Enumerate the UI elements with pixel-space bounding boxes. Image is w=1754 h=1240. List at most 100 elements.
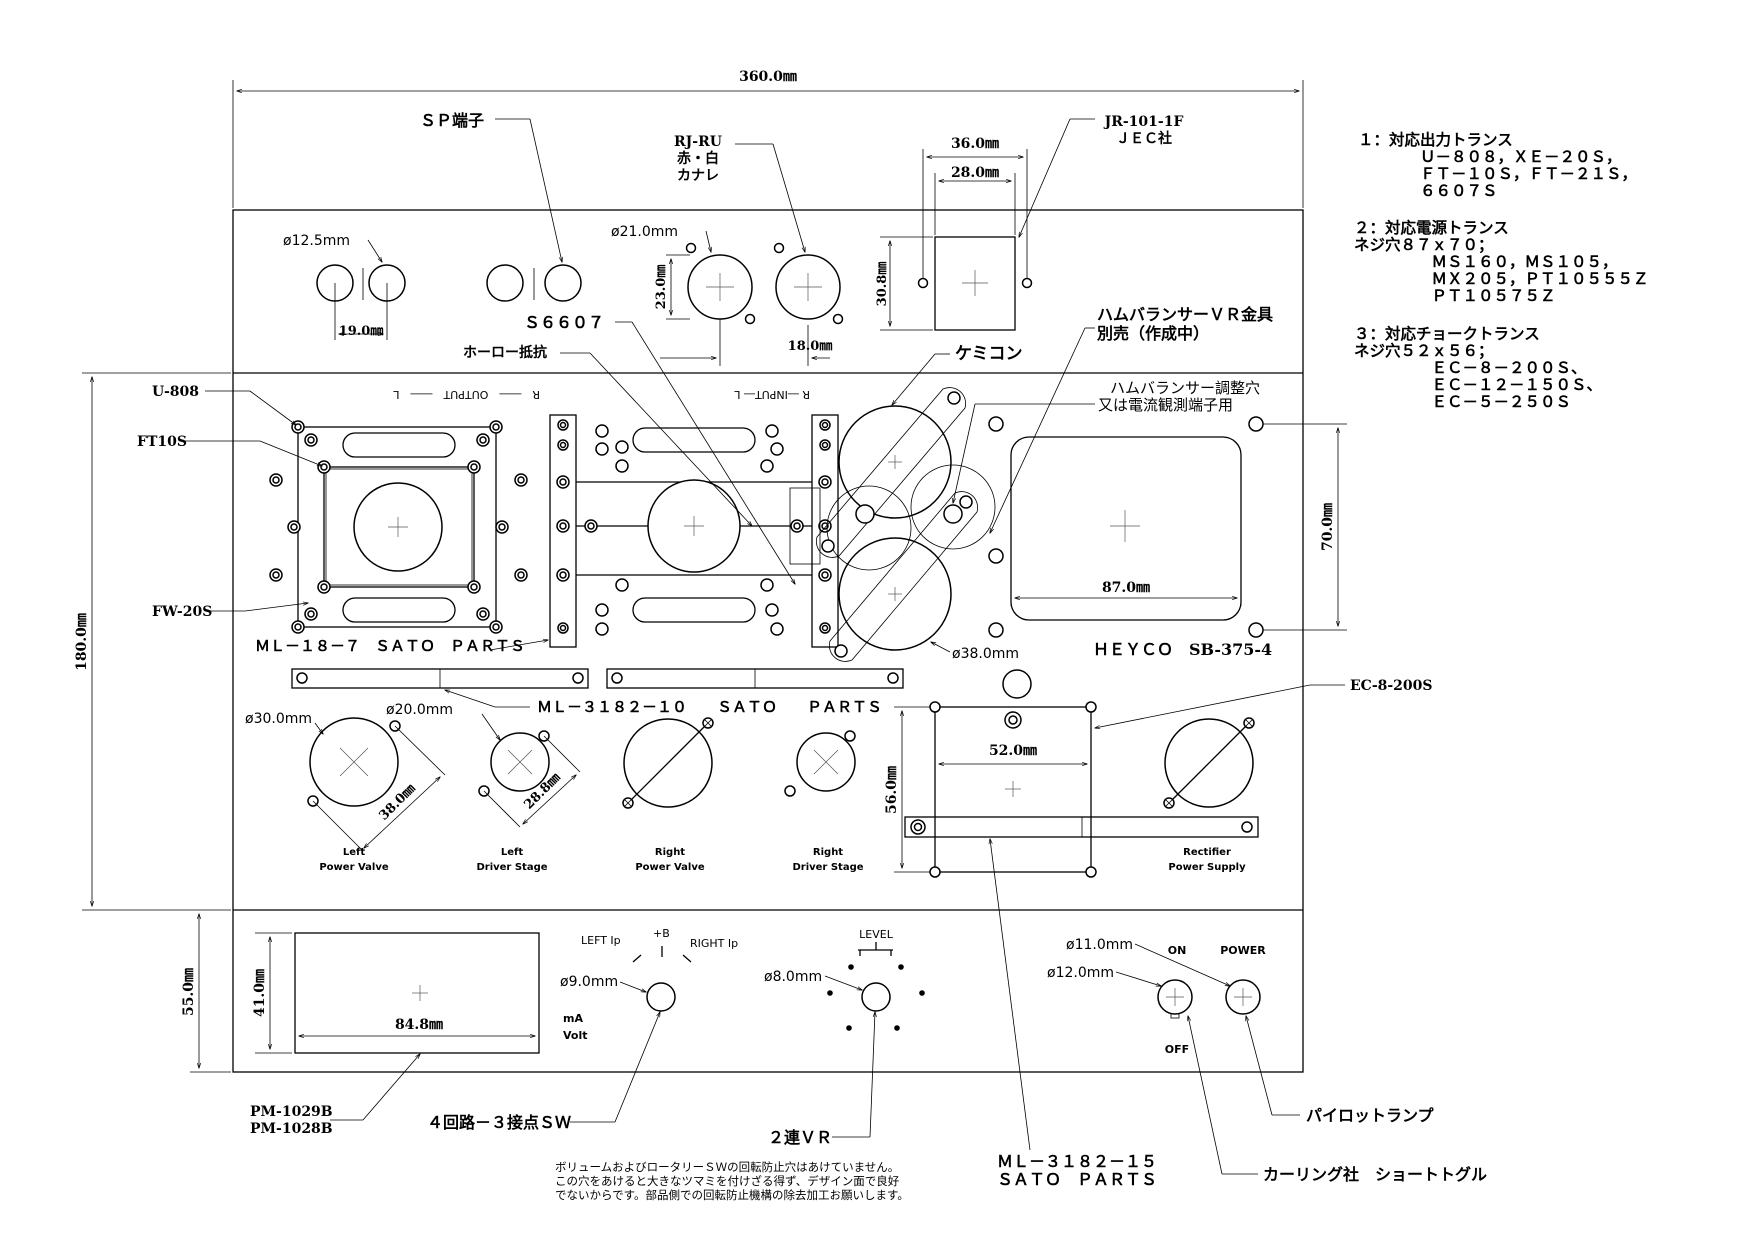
sp-terminals: 19.0㎜ ø12.5mm ＳＰ端子 <box>283 111 582 340</box>
sw4-label: ４回路－３接点ＳＷ <box>427 1113 571 1132</box>
pm-label-1: PM-1029B <box>250 1104 333 1120</box>
left-pv-label-1: Left <box>343 847 366 858</box>
ec8-label: EC-8-200S <box>1350 678 1433 694</box>
rectifier-label-2: Power Supply <box>1168 862 1246 873</box>
hum-label-4: 又は電流観測端子用 <box>1098 396 1233 414</box>
bottom-height-label: 55.0㎜ <box>181 968 197 1016</box>
power-transformer: 87.0㎜ 70.0㎜ <box>988 416 1347 638</box>
off-label: OFF <box>1165 1043 1189 1056</box>
left-pv-label-2: Power Valve <box>319 862 389 873</box>
power-toggle <box>1157 979 1193 1019</box>
jr-inner-label: 28.0㎜ <box>951 165 999 181</box>
toggle-dia-label: ø11.0mm <box>1066 937 1133 953</box>
total-height-label: 180.0㎜ <box>74 613 90 671</box>
pm-label-2: PM-1028B <box>250 1121 333 1137</box>
power-trans-spec: ２：対応電源トランス ネジ穴８７ｘ７０； ＭＳ１６０，ＭＳ１０５， ＭＸ２０５，… <box>1354 218 1649 305</box>
jr-height-label: 30.8㎜ <box>875 262 890 307</box>
ft10s-label: FT10S <box>137 434 187 450</box>
on-label: ON <box>1168 944 1187 957</box>
trans-width-label: 87.0㎜ <box>1102 580 1150 596</box>
ml3182-10-label: ＭＬ－３１８２－１０ ＳＡＴＯ ＰＡＲＴＳ <box>537 698 882 716</box>
jr-label-1: JR-101-1F <box>1103 114 1184 130</box>
trans-height-label: 70.0㎜ <box>1320 503 1336 551</box>
rca-pitch-label: 18.0㎜ <box>788 339 833 354</box>
ml-3182-10-bars <box>291 668 904 689</box>
width-dimension: 360.0㎜ <box>232 69 1304 208</box>
right-driver-stage <box>784 730 856 797</box>
left-ip-label: LEFT Ip <box>581 934 621 947</box>
kemicon-label: ケミコン <box>955 344 1023 364</box>
lamp-dia-label: ø12.0mm <box>1047 965 1114 981</box>
ml187-label: ＭＬ－１８－７ ＳＡＴＯ ＰＡＲＴＳ <box>255 637 525 655</box>
ml3182-15-label-2: ＳＡＴＯ ＰＡＲＴＳ <box>997 1170 1157 1189</box>
heyco-hole <box>1002 669 1032 699</box>
horo-label: ホーロー抵抗 <box>463 344 547 361</box>
rotation-note: ボリュームおよびロータリーＳＷの回転防止穴はあけていません。この穴をあけると大き… <box>555 1160 909 1202</box>
output-transformer <box>269 420 528 634</box>
rca-jacks: 23.0㎜ 18.0㎜ ø21.0mm RJ-RU 赤・白 カナレ <box>611 134 844 366</box>
pilot-lamp <box>1225 979 1261 1015</box>
sw-dia-label: ø9.0mm <box>560 974 618 990</box>
total-width-label: 360.0㎜ <box>739 69 797 85</box>
volume-vr <box>827 942 925 1031</box>
right-dv-label-2: Driver Stage <box>792 862 863 873</box>
jr-fuse-holder: 36.0㎜ 28.0㎜ 30.8㎜ JR-101-1F ＪＥＣ社 <box>875 114 1184 331</box>
left-driver-stage: 28.8㎜ <box>478 730 581 828</box>
choke-trans-spec: ３：対応チョークトランス ネジ穴５２ｘ５６； ＥＣ－８－２００Ｓ、 ＥＣ－１２－… <box>1354 324 1603 411</box>
meter-height-label: 41.0㎜ <box>252 969 268 1017</box>
toggle-label: カーリング社 ショートトグル <box>1263 1165 1487 1184</box>
capacitors <box>789 387 996 662</box>
choke-transformer: 52.0㎜ 56.0㎜ <box>884 701 1259 878</box>
rj-label-3: カナレ <box>677 168 719 184</box>
power-label: POWER <box>1220 944 1266 957</box>
meter: 84.8㎜ 41.0㎜ <box>252 932 540 1054</box>
sp-pitch-label: 19.0㎜ <box>339 324 384 339</box>
rectifier-label-1: Rectifier <box>1183 847 1231 858</box>
fw20s-label: FW-20S <box>152 604 212 620</box>
rotary-switch <box>632 946 692 1012</box>
right-ip-label: RIGHT Ip <box>690 937 738 950</box>
sp-label: ＳＰ端子 <box>420 111 484 130</box>
left-dv-label-1: Left <box>501 847 524 858</box>
meter-width-label: 84.8㎜ <box>395 1017 443 1033</box>
right-pv-label-1: Right <box>655 847 685 858</box>
input-transformer <box>549 414 839 648</box>
right-pv-label-2: Power Valve <box>635 862 705 873</box>
right-power-valve <box>622 717 714 809</box>
hum-label-3: ハムバランサー調整穴 <box>1110 379 1260 397</box>
choke-height-label: 56.0㎜ <box>884 766 900 814</box>
left-dv-label-2: Driver Stage <box>476 862 547 873</box>
hum-label-1: ハムバランサーＶＲ金具 <box>1097 305 1273 324</box>
pv-dia-label: ø30.0mm <box>245 711 312 727</box>
jr-label-2: ＪＥＣ社 <box>1116 130 1172 147</box>
rca-height-label: 23.0㎜ <box>654 265 669 310</box>
rca-dia-label: ø21.0mm <box>611 224 678 240</box>
lamp-label: パイロットランプ <box>1306 1106 1435 1125</box>
hum-label-2: 別売（作成中） <box>1097 324 1209 343</box>
vr2-label: ２連ＶＲ <box>768 1128 832 1147</box>
right-dv-label-1: Right <box>813 847 843 858</box>
choke-width-label: 52.0㎜ <box>989 743 1037 759</box>
ml3182-15-label-1: ＭＬ－３１８２－１５ <box>997 1152 1157 1171</box>
rj-label-1: RJ-RU <box>674 134 722 150</box>
output-label: R ―― OUTPUT ―― L <box>393 388 540 401</box>
panel-outline <box>232 209 1304 1073</box>
level-label: LEVEL <box>859 928 894 941</box>
sp-dia-label: ø12.5mm <box>283 233 350 249</box>
heyco-label: ＨＥＹＣＯ SB-375-4 <box>1093 640 1272 659</box>
volt-label: Volt <box>563 1029 588 1042</box>
s6607-label: Ｓ６６０７ <box>524 313 604 332</box>
rj-label-2: 赤・白 <box>677 150 719 167</box>
output-trans-spec: １：対応出力トランス Ｕ－８０８，ＸＥ－２０Ｓ， ＦＴ－１０Ｓ，ＦＴ－２１Ｓ， … <box>1358 130 1638 200</box>
input-label: R ―INPUT― L <box>733 388 810 401</box>
vr-dia-label: ø8.0mm <box>764 969 822 985</box>
rectifier <box>1163 717 1255 809</box>
cap-dia-label: ø38.0mm <box>952 646 1019 662</box>
ma-label: mA <box>563 1012 583 1025</box>
height-dimension: 180.0㎜ 55.0㎜ <box>74 372 231 1073</box>
plus-b-label: +B <box>653 927 670 940</box>
dv-dia-label: ø20.0mm <box>386 702 453 718</box>
left-power-valve: 38.0㎜ <box>307 717 446 851</box>
u808-label: U-808 <box>152 384 199 400</box>
